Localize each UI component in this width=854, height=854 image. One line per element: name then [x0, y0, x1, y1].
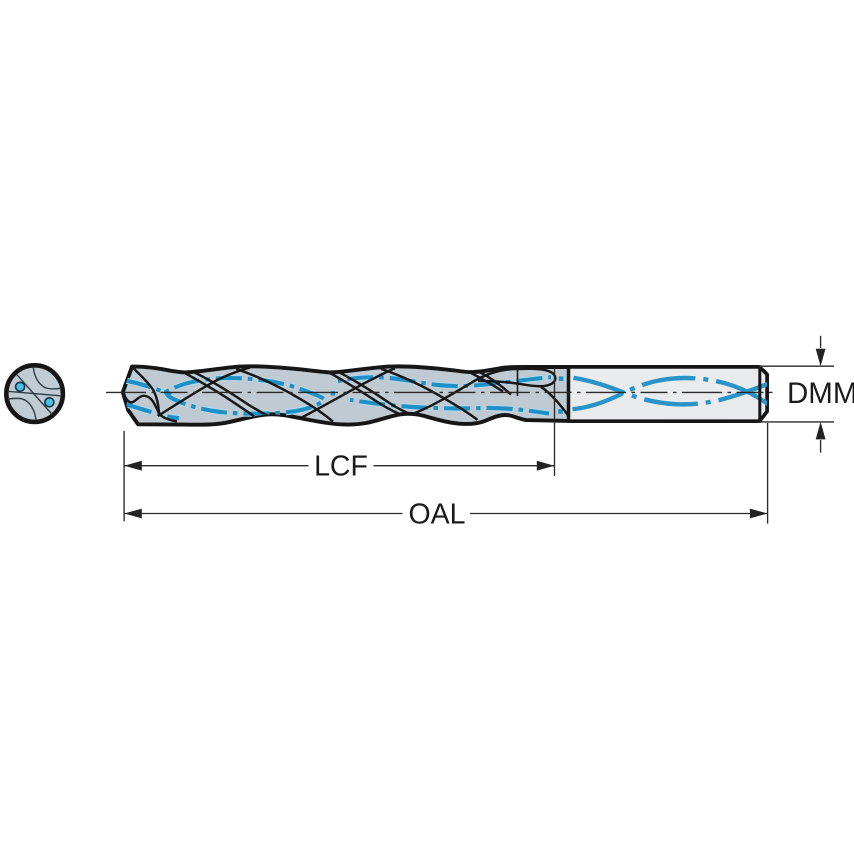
- svg-text:DMM: DMM: [787, 377, 854, 410]
- svg-text:OAL: OAL: [408, 498, 465, 530]
- svg-text:LCF: LCF: [314, 451, 368, 483]
